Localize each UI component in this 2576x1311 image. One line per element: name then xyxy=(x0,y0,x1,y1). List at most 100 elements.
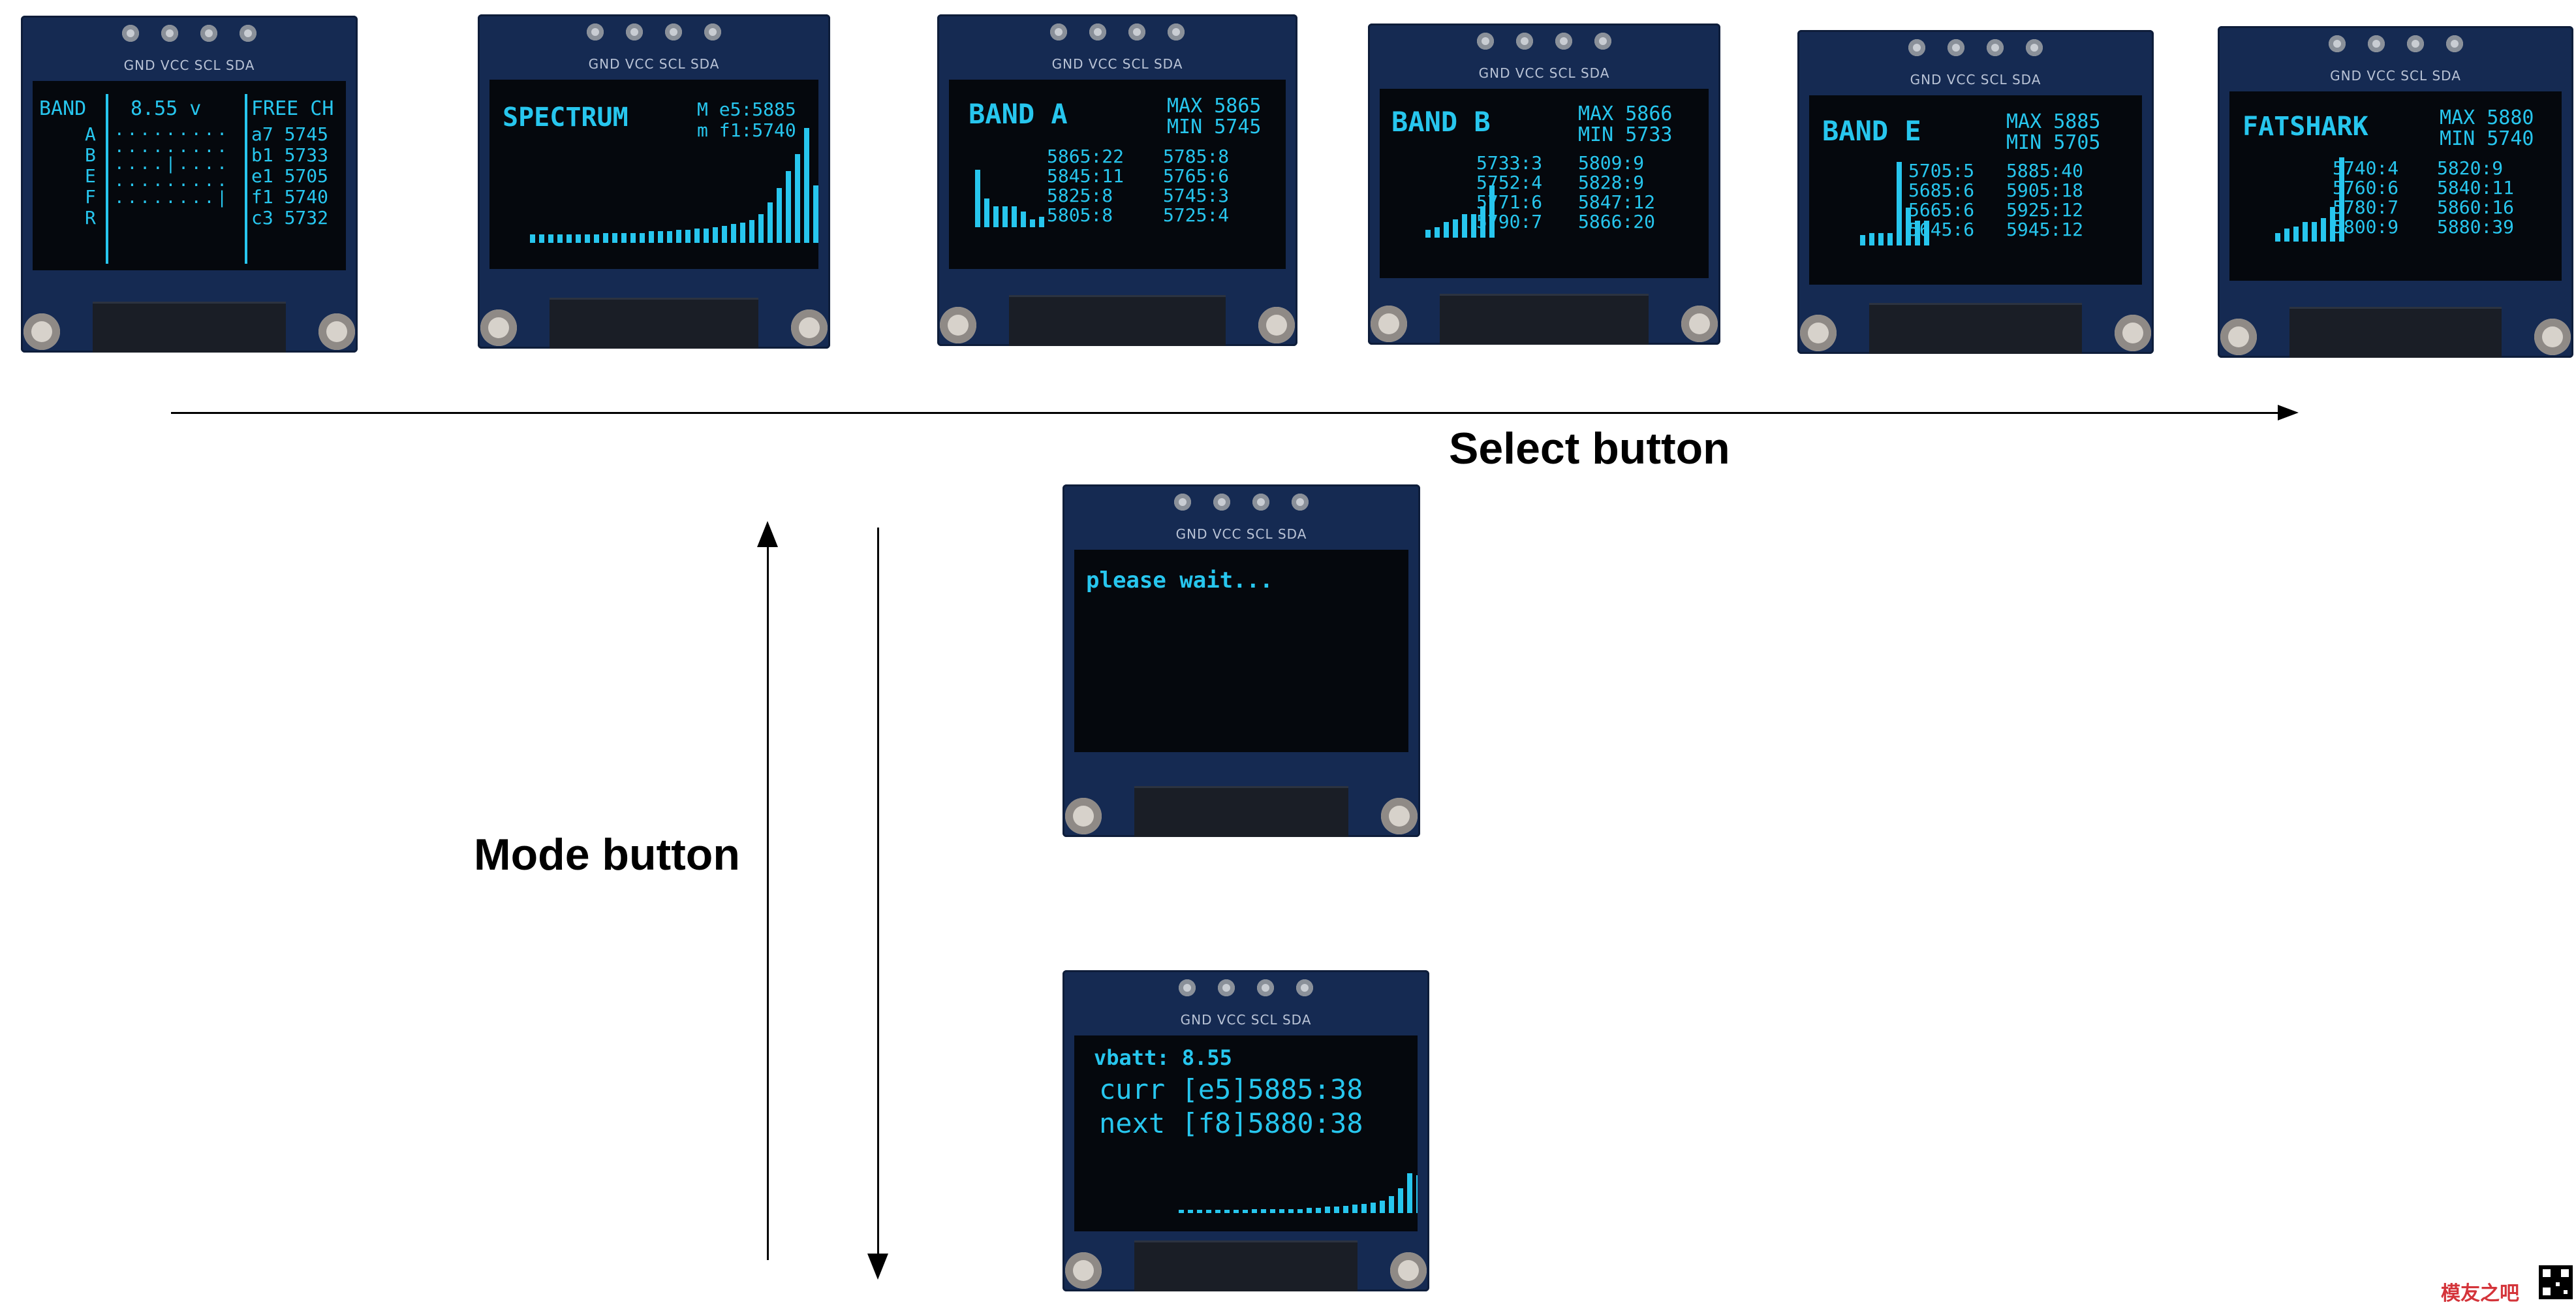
band-b-title: BAND B xyxy=(1391,106,1491,138)
band-a-col2-3: 5725:4 xyxy=(1163,204,1230,226)
band_b-bar-3 xyxy=(1453,219,1458,238)
band_e-bar-0 xyxy=(1860,235,1865,245)
fatshark-bar-7 xyxy=(2339,157,2344,242)
spectrum-bar-31 xyxy=(813,185,818,243)
spectrum-bar-5 xyxy=(576,234,581,243)
scan-bar-9 xyxy=(1261,1208,1266,1213)
band-b-col1-3: 5790:7 xyxy=(1476,211,1543,232)
band-e-col2-2: 5925:12 xyxy=(2006,199,2084,221)
spectrum-bar-25 xyxy=(758,214,764,243)
oled-summary-board: GND VCC SCL SDA BAND 8.55 v FREE CH A B … xyxy=(21,16,358,353)
band-a-col1-0: 5865:22 xyxy=(1047,146,1125,167)
scan-bar-18 xyxy=(1343,1205,1348,1213)
band_a-bar-0 xyxy=(975,170,980,227)
fatshark-bar-0 xyxy=(2275,232,2280,242)
band-dot-rows: ......... ......... ....|.... ......... … xyxy=(114,120,230,208)
free-channel-heading: FREE CH xyxy=(251,97,334,120)
band-a-min: MIN 5745 xyxy=(1167,116,1262,138)
voltage-readout: 8.55 v xyxy=(131,97,202,120)
spectrum-bar-15 xyxy=(667,231,672,243)
band-a-col1-3: 5805:8 xyxy=(1047,204,1113,226)
fatshark-col2-1: 5840:11 xyxy=(2437,177,2515,198)
band-letter-b: B xyxy=(85,144,96,166)
mode-button-label: Mode button xyxy=(474,830,740,879)
band-e-col1-0: 5705:5 xyxy=(1908,160,1975,182)
scan-bar-7 xyxy=(1243,1210,1248,1213)
scan-bar-11 xyxy=(1279,1208,1284,1213)
spectrum-bar-10 xyxy=(621,232,627,243)
band-b-col2-2: 5847:12 xyxy=(1578,191,1656,213)
band_b-bar-4 xyxy=(1462,214,1467,238)
fatshark-bars xyxy=(2275,157,2348,242)
scan-bar-14 xyxy=(1307,1208,1312,1213)
site-logo: 模友之吧 xyxy=(2441,1282,2519,1305)
fatshark-col2-0: 5820:9 xyxy=(2437,157,2504,179)
spectrum-bar-3 xyxy=(557,234,563,243)
band_a-bar-5 xyxy=(1021,212,1026,227)
band-letter-e: E xyxy=(85,165,96,187)
band-b-col1-0: 5733:3 xyxy=(1476,152,1543,174)
spectrum-bar-19 xyxy=(704,229,709,243)
scan-bar-12 xyxy=(1288,1208,1294,1213)
band_b-bar-1 xyxy=(1435,227,1440,238)
scan-bar-2 xyxy=(1197,1210,1202,1213)
qr-code-icon xyxy=(2539,1265,2573,1299)
spectrum-min: m f1:5740 xyxy=(697,119,796,141)
scan-bar-3 xyxy=(1206,1210,1211,1213)
spectrum-bar-28 xyxy=(786,171,791,243)
pin-label: GND VCC SCL SDA xyxy=(2330,68,2461,84)
band-letter-r: R xyxy=(85,207,96,229)
scan-bar-13 xyxy=(1297,1208,1303,1213)
fatshark-bar-1 xyxy=(2284,229,2289,242)
pin-label: GND VCC SCL SDA xyxy=(588,56,720,72)
band-e-col2-3: 5945:12 xyxy=(2006,219,2084,240)
scan-bar-20 xyxy=(1361,1203,1367,1213)
pin-label: GND VCC SCL SDA xyxy=(1180,1012,1312,1028)
spectrum-bar-16 xyxy=(676,230,681,243)
oled-fatshark-screen: FATSHARK MAX 5880 MIN 5740 5740:4 5760:6… xyxy=(2229,91,2562,281)
band_a-bar-2 xyxy=(993,206,999,227)
spectrum-bar-7 xyxy=(594,234,599,243)
band_a-bar-6 xyxy=(1030,219,1035,227)
select-button-label: Select button xyxy=(1449,424,1730,473)
fatshark-bar-2 xyxy=(2293,226,2299,242)
pin-label: GND VCC SCL SDA xyxy=(1478,65,1610,81)
band-b-col2-0: 5809:9 xyxy=(1578,152,1645,174)
spectrum-bar-14 xyxy=(658,231,663,243)
spectrum-bar-23 xyxy=(740,223,745,243)
pin-label: GND VCC SCL SDA xyxy=(1910,72,2041,87)
spectrum-bar-18 xyxy=(694,229,700,243)
header-pins xyxy=(21,25,358,42)
oled-band-a-screen: BAND A MAX 5865 MIN 5745 5865:22 5845:11… xyxy=(949,80,1286,269)
spectrum-bar-20 xyxy=(713,227,718,243)
band-e-title: BAND E xyxy=(1822,115,1921,147)
free-ch-r: c3 5732 xyxy=(251,207,329,229)
please-wait-text: please wait... xyxy=(1086,567,1273,593)
oled-summary-screen: BAND 8.55 v FREE CH A B E F R a7 5745 b1… xyxy=(33,81,346,270)
spectrum-bar-4 xyxy=(566,234,572,243)
oled-wait-screen: please wait... xyxy=(1074,550,1408,752)
scan-bar-25 xyxy=(1407,1173,1412,1213)
band_a-bar-4 xyxy=(1012,206,1017,227)
pin-label: GND VCC SCL SDA xyxy=(123,57,255,73)
scan-bar-23 xyxy=(1389,1196,1394,1213)
fatshark-bar-3 xyxy=(2303,222,2308,242)
pin-label: GND VCC SCL SDA xyxy=(1051,56,1183,72)
scan-bar-22 xyxy=(1380,1200,1385,1213)
spectrum-bar-1 xyxy=(539,234,544,243)
spectrum-bar-11 xyxy=(630,232,636,243)
band_e-bar-5 xyxy=(1906,208,1911,245)
band-a-col1-2: 5825:8 xyxy=(1047,185,1113,206)
select-arrow-head-icon xyxy=(2278,405,2299,420)
band-b-col1-1: 5752:4 xyxy=(1476,172,1543,193)
fatshark-title: FATSHARK xyxy=(2242,112,2368,142)
band-e-col2-0: 5885:40 xyxy=(2006,160,2084,182)
band_e-bar-3 xyxy=(1887,232,1893,245)
spectrum-bars xyxy=(530,128,818,243)
free-ch-a: a7 5745 xyxy=(251,123,329,145)
band-a-col1-1: 5845:11 xyxy=(1047,165,1125,187)
scan-bar-24 xyxy=(1398,1188,1403,1213)
oled-spectrum-board: GND VCC SCL SDA SPECTRUM M e5:5885 m f1:… xyxy=(478,14,830,349)
fatshark-col2-2: 5860:16 xyxy=(2437,197,2515,218)
band-a-col2-0: 5785:8 xyxy=(1163,146,1230,167)
